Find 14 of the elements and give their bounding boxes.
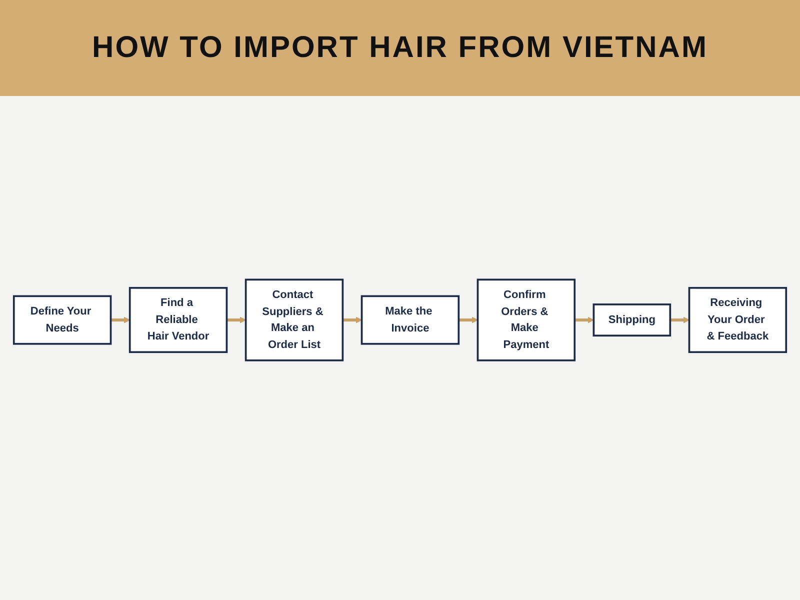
arrow [342, 316, 362, 324]
node-box: Contact Suppliers & Make an Order List [244, 278, 344, 362]
arrow [458, 316, 478, 324]
node-box: Define Your Needs [12, 295, 112, 345]
title: HOW TO IMPORT HAIR FROM VIETNAM [92, 31, 708, 65]
arrow [110, 316, 130, 324]
node-box: Shipping [592, 303, 672, 337]
arrow [226, 316, 246, 324]
node-box: Receiving Your Order & Feedback [688, 286, 788, 354]
node-box: Find a Reliable Hair Vendor [128, 286, 228, 354]
node-box: Confirm Orders & Make Payment [476, 278, 576, 362]
arrow [670, 316, 690, 324]
node-box: Make the Invoice [360, 295, 460, 345]
arrow [574, 316, 594, 324]
